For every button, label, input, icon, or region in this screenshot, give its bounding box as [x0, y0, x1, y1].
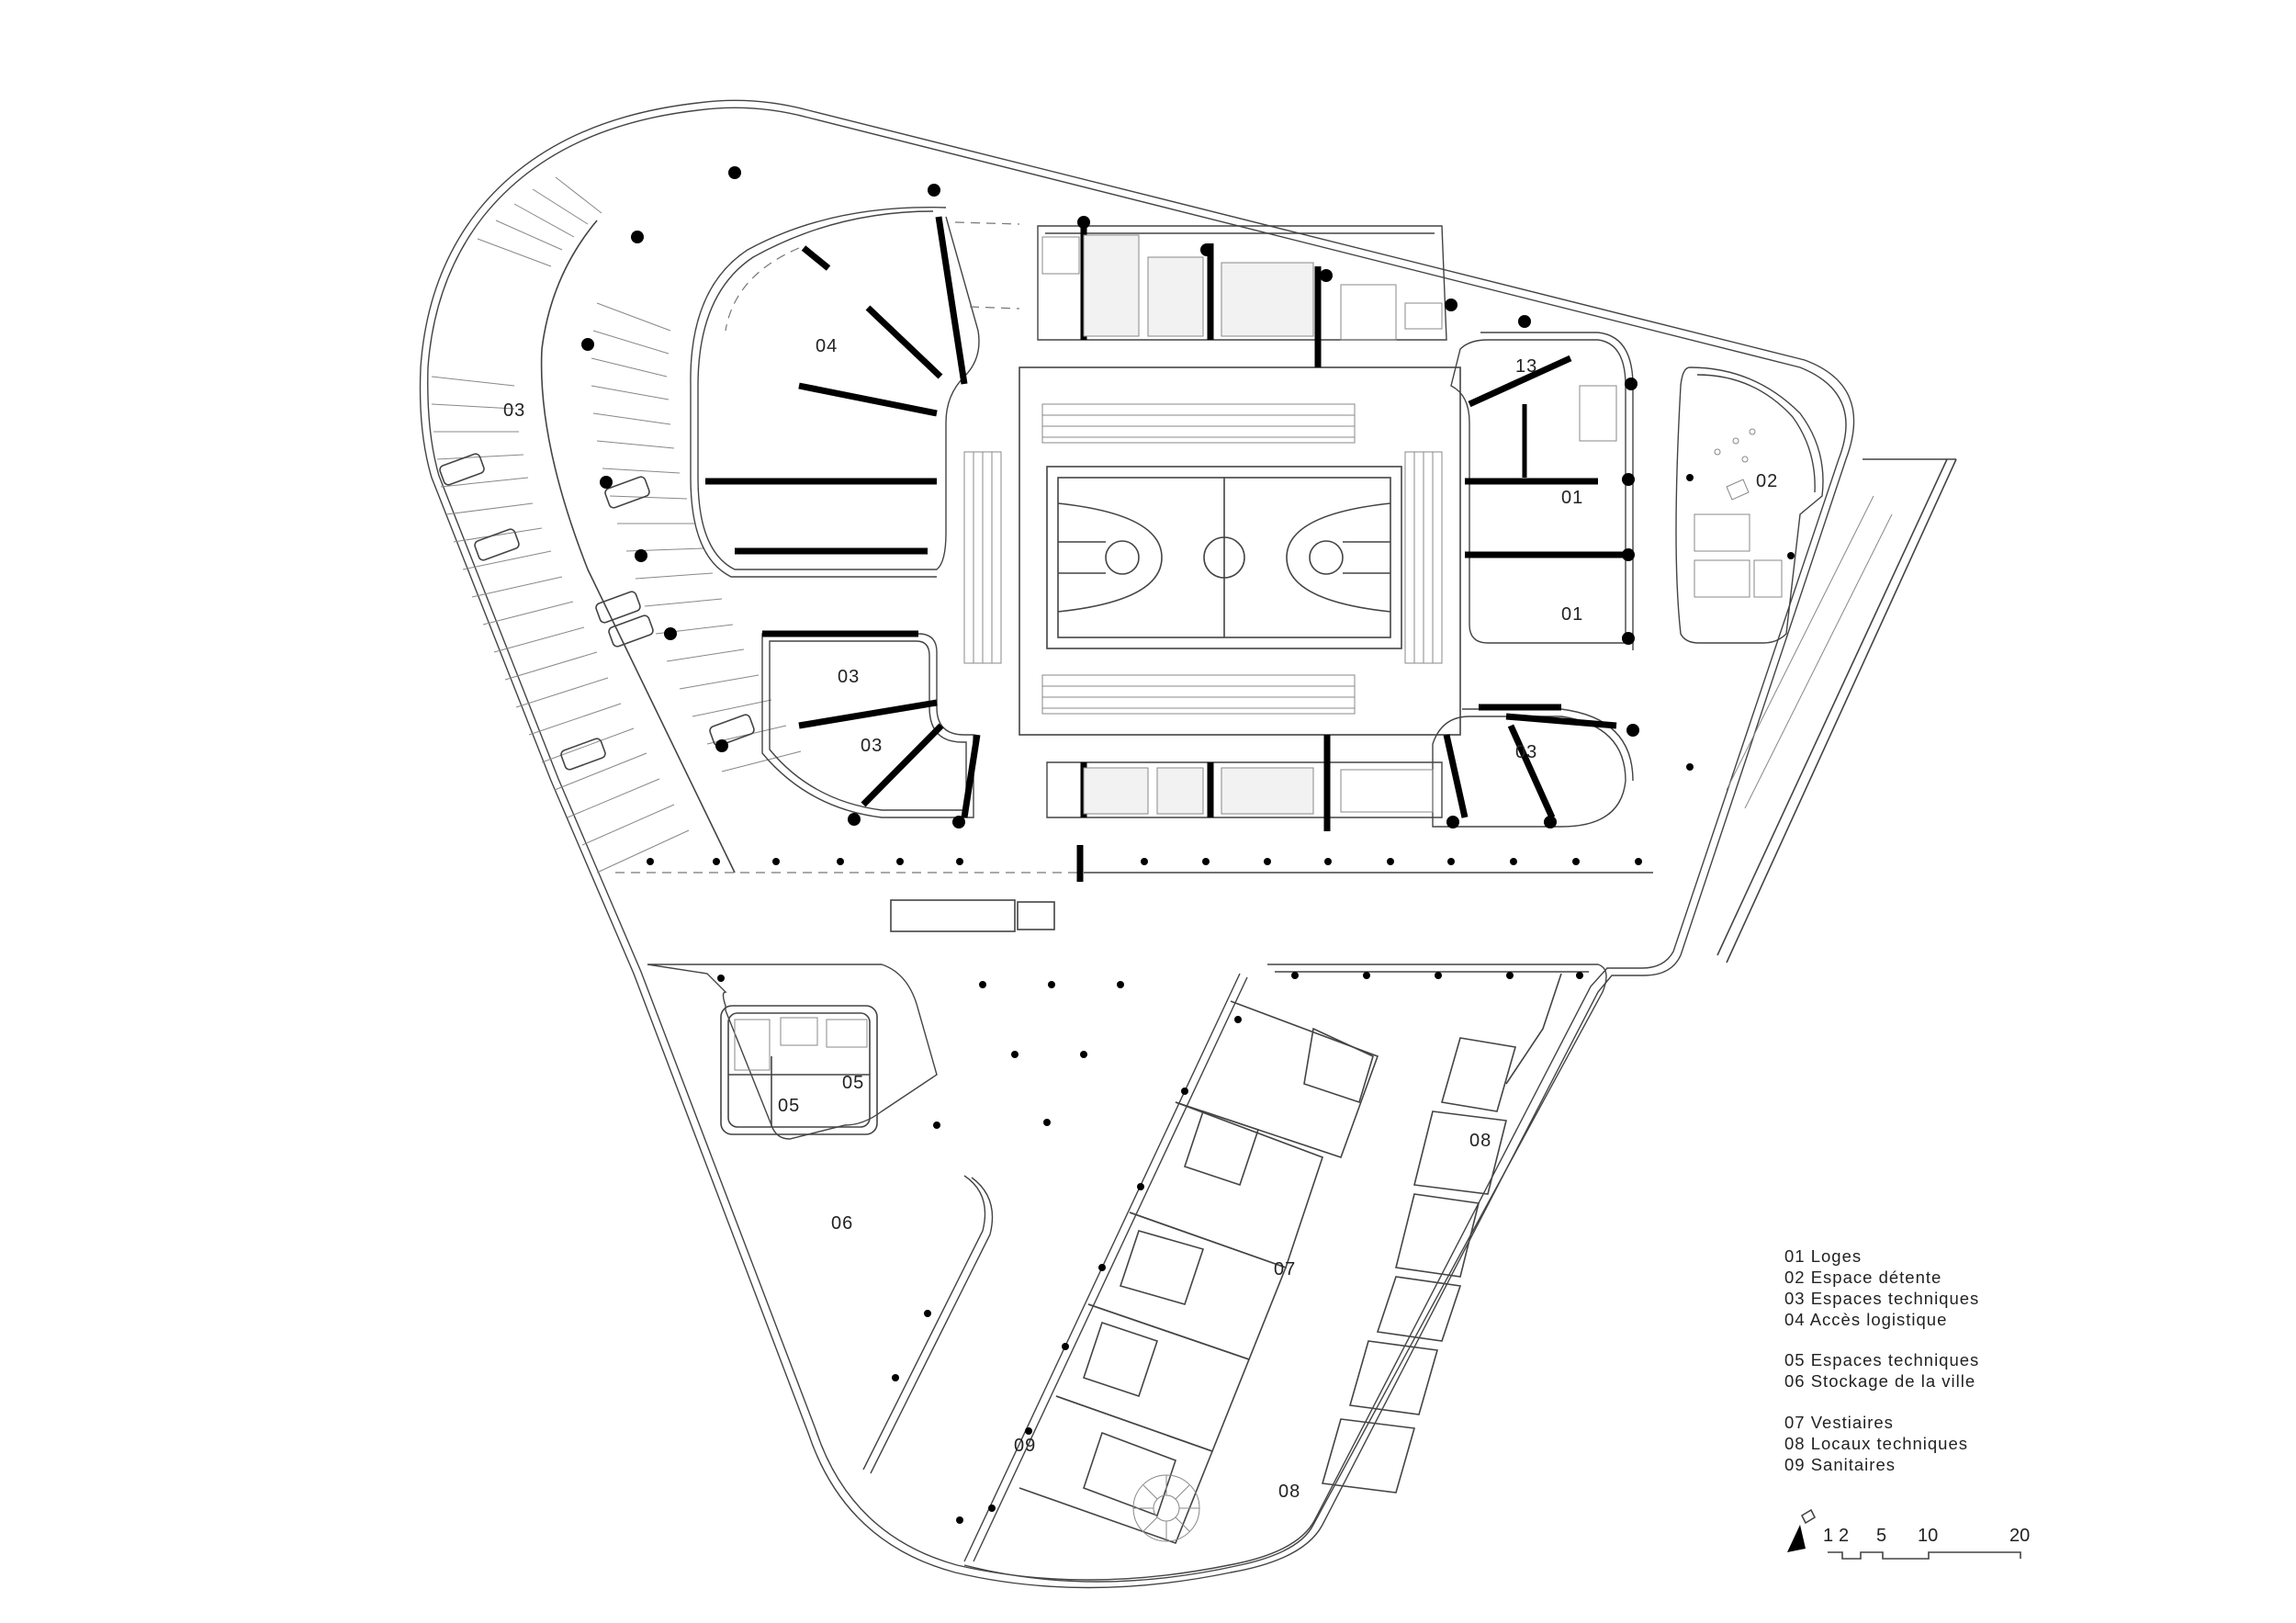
legend-item: 03 Espaces techniques	[1784, 1289, 1979, 1308]
scale-bar: 1 2 5 10 20	[1823, 1526, 2030, 1560]
legend-item: 02 Espace détente	[1784, 1268, 1941, 1287]
legend-item: 06 Stockage de la ville	[1784, 1371, 1975, 1391]
room-label-05-a: 05	[778, 1096, 800, 1116]
columns	[581, 166, 1795, 1524]
legend-item: 05 Espaces techniques	[1784, 1350, 1979, 1369]
basketball-court	[1046, 466, 1402, 649]
core-rooms	[1041, 234, 1617, 815]
building-05-06	[647, 964, 994, 1474]
legend-item: 09 Sanitaires	[1784, 1455, 1896, 1474]
scale-tick: 5	[1876, 1526, 1886, 1546]
legend-item: 01 Loges	[1784, 1246, 1862, 1266]
north-arrow-icon	[1787, 1508, 1817, 1552]
pavilion-02	[1675, 366, 1824, 644]
scale-tick: 10	[1918, 1526, 1938, 1546]
room-labels: 04 03 03 03 03 13 01 01 02 05 05 06 07 0…	[503, 336, 1778, 1502]
room-label-03-b: 03	[861, 736, 883, 756]
room-label-09: 09	[1014, 1436, 1036, 1456]
room-label-01-b: 01	[1561, 604, 1583, 625]
legend: 01 Loges 02 Espace détente 03 Espaces te…	[1784, 1246, 1979, 1474]
room-label-07: 07	[1274, 1259, 1296, 1279]
room-label-03-parking: 03	[503, 400, 525, 421]
legend-item: 07 Vestiaires	[1784, 1413, 1894, 1432]
room-label-08-b: 08	[1278, 1482, 1300, 1502]
bleachers	[963, 403, 1443, 715]
room-label-02: 02	[1756, 471, 1778, 491]
room-label-04: 04	[816, 336, 838, 356]
room-label-05-b: 05	[842, 1073, 864, 1093]
legend-item: 08 Locaux techniques	[1784, 1434, 1968, 1453]
room-label-03-a: 03	[838, 667, 860, 687]
building-07-08-09	[963, 964, 1607, 1583]
truck-icon	[890, 899, 1055, 932]
legend-item: 04 Accès logistique	[1784, 1310, 1947, 1329]
room-label-13: 13	[1515, 356, 1537, 377]
structural-walls	[705, 216, 1626, 882]
road-edges	[1716, 458, 1957, 964]
room-label-08-a: 08	[1469, 1131, 1491, 1151]
room-label-06: 06	[831, 1213, 853, 1234]
room-label-01-a: 01	[1561, 488, 1583, 508]
room-label-03-c: 03	[1515, 742, 1537, 762]
scale-tick: 1	[1823, 1526, 1833, 1546]
dashed-limits	[615, 221, 1084, 873]
spiral-stair-icon	[1132, 1474, 1200, 1542]
parking-area	[431, 176, 802, 873]
arena-ring	[690, 207, 1634, 828]
scale-tick: 20	[2009, 1526, 2030, 1546]
scale-tick: 2	[1839, 1526, 1849, 1546]
